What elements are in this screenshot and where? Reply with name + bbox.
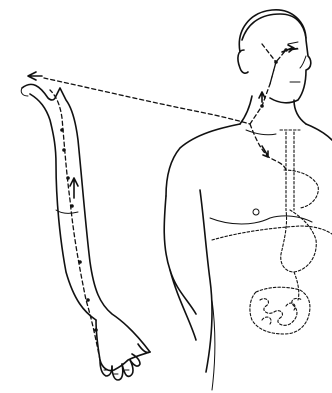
clavicle <box>246 130 276 135</box>
acupoint <box>94 328 98 332</box>
eyebrow <box>288 42 298 44</box>
finger-1 <box>100 360 112 376</box>
acupoint <box>60 128 64 132</box>
torso <box>164 124 332 390</box>
arrow-left-icon <box>28 72 42 80</box>
acupoint <box>274 60 278 64</box>
acupoint <box>86 298 90 302</box>
shoulder-right <box>306 124 332 140</box>
acupoint <box>78 260 82 264</box>
small-intestine-loop <box>262 303 295 324</box>
torso-left-side <box>164 196 196 314</box>
shoulder-tip <box>21 88 28 96</box>
hand <box>96 320 150 380</box>
face-channel-line <box>250 48 300 124</box>
liver-outline <box>284 170 318 208</box>
acupoint <box>260 104 264 108</box>
palm-contour <box>96 320 150 371</box>
chest-channel-line <box>250 124 286 170</box>
arm-meridian <box>28 72 100 360</box>
pectoral-line <box>210 216 312 224</box>
neck-right <box>294 100 306 124</box>
face-branch-line <box>262 44 276 84</box>
internal-organs <box>212 130 332 334</box>
nipple <box>253 209 259 215</box>
internal-meridian <box>250 124 286 170</box>
acupoint <box>70 204 74 208</box>
torso-left-arm-inner <box>200 190 212 372</box>
arm-channel-line <box>50 90 100 360</box>
arrow-up-icon <box>70 178 78 198</box>
connector <box>44 78 250 124</box>
nose <box>300 56 306 68</box>
ear <box>238 50 248 73</box>
neck-left <box>240 96 252 124</box>
arm-to-head-dashed-line <box>44 78 250 124</box>
intestine-coils <box>260 298 302 325</box>
acupoint <box>66 176 70 180</box>
elbow-crease <box>56 210 78 213</box>
shoulder-left <box>166 124 240 196</box>
stomach <box>281 210 317 272</box>
face-arrow-icon <box>282 45 294 52</box>
acupoint <box>62 148 66 152</box>
duodenum <box>294 272 299 300</box>
torso-left-arm-outer <box>170 270 196 340</box>
arm <box>21 84 150 352</box>
diaphragm <box>212 226 332 240</box>
face-meridian <box>250 44 300 124</box>
